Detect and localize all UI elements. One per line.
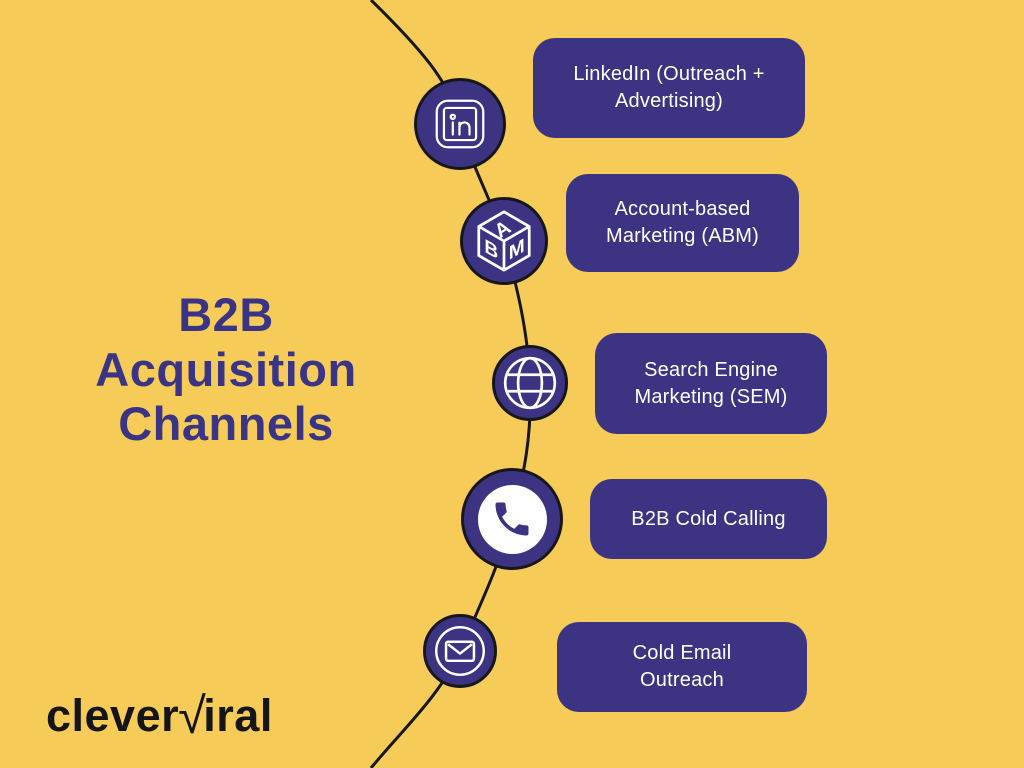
sem-node — [492, 345, 568, 421]
phone-disc — [477, 484, 547, 554]
abm-letter-a: A — [491, 216, 515, 242]
channel-label-abm: Account-based Marketing (ABM) — [566, 174, 799, 272]
channel-label-cold-calling: B2B Cold Calling — [590, 479, 827, 559]
envelope-icon — [434, 625, 486, 677]
logo-suffix: iral — [203, 690, 273, 741]
linkedin-icon — [435, 99, 485, 149]
channel-label-linkedin: LinkedIn (Outreach + Advertising) — [533, 38, 805, 138]
cold-calling-node — [461, 468, 563, 570]
channel-label-text: B2B Cold Calling — [631, 507, 786, 530]
abm-letter-m: M — [509, 234, 525, 264]
page-title: B2B Acquisition Channels — [95, 288, 357, 451]
channel-label-text: Account-based Marketing (ABM) — [605, 198, 760, 247]
cleverviral-logo: clever √ iral — [46, 690, 273, 742]
phone-icon — [495, 502, 529, 536]
cold-email-node — [423, 614, 497, 688]
abm-cube-icon: A B M — [477, 210, 531, 272]
channel-label-sem: Search Engine Marketing (SEM) — [595, 333, 827, 434]
globe-icon — [503, 356, 557, 410]
channel-label-text: Search Engine Marketing (SEM) — [634, 358, 788, 408]
channel-label-cold-email: Cold Email Outreach — [557, 622, 807, 712]
logo-checkmark-v: √ — [178, 687, 207, 744]
linkedin-node — [414, 78, 506, 170]
channel-label-text: Cold Email Outreach — [632, 642, 732, 691]
abm-node: A B M — [460, 197, 548, 285]
abm-letter-b: B — [484, 235, 498, 264]
logo-prefix: clever — [46, 690, 180, 741]
channel-label-text: LinkedIn (Outreach + Advertising) — [573, 63, 765, 112]
